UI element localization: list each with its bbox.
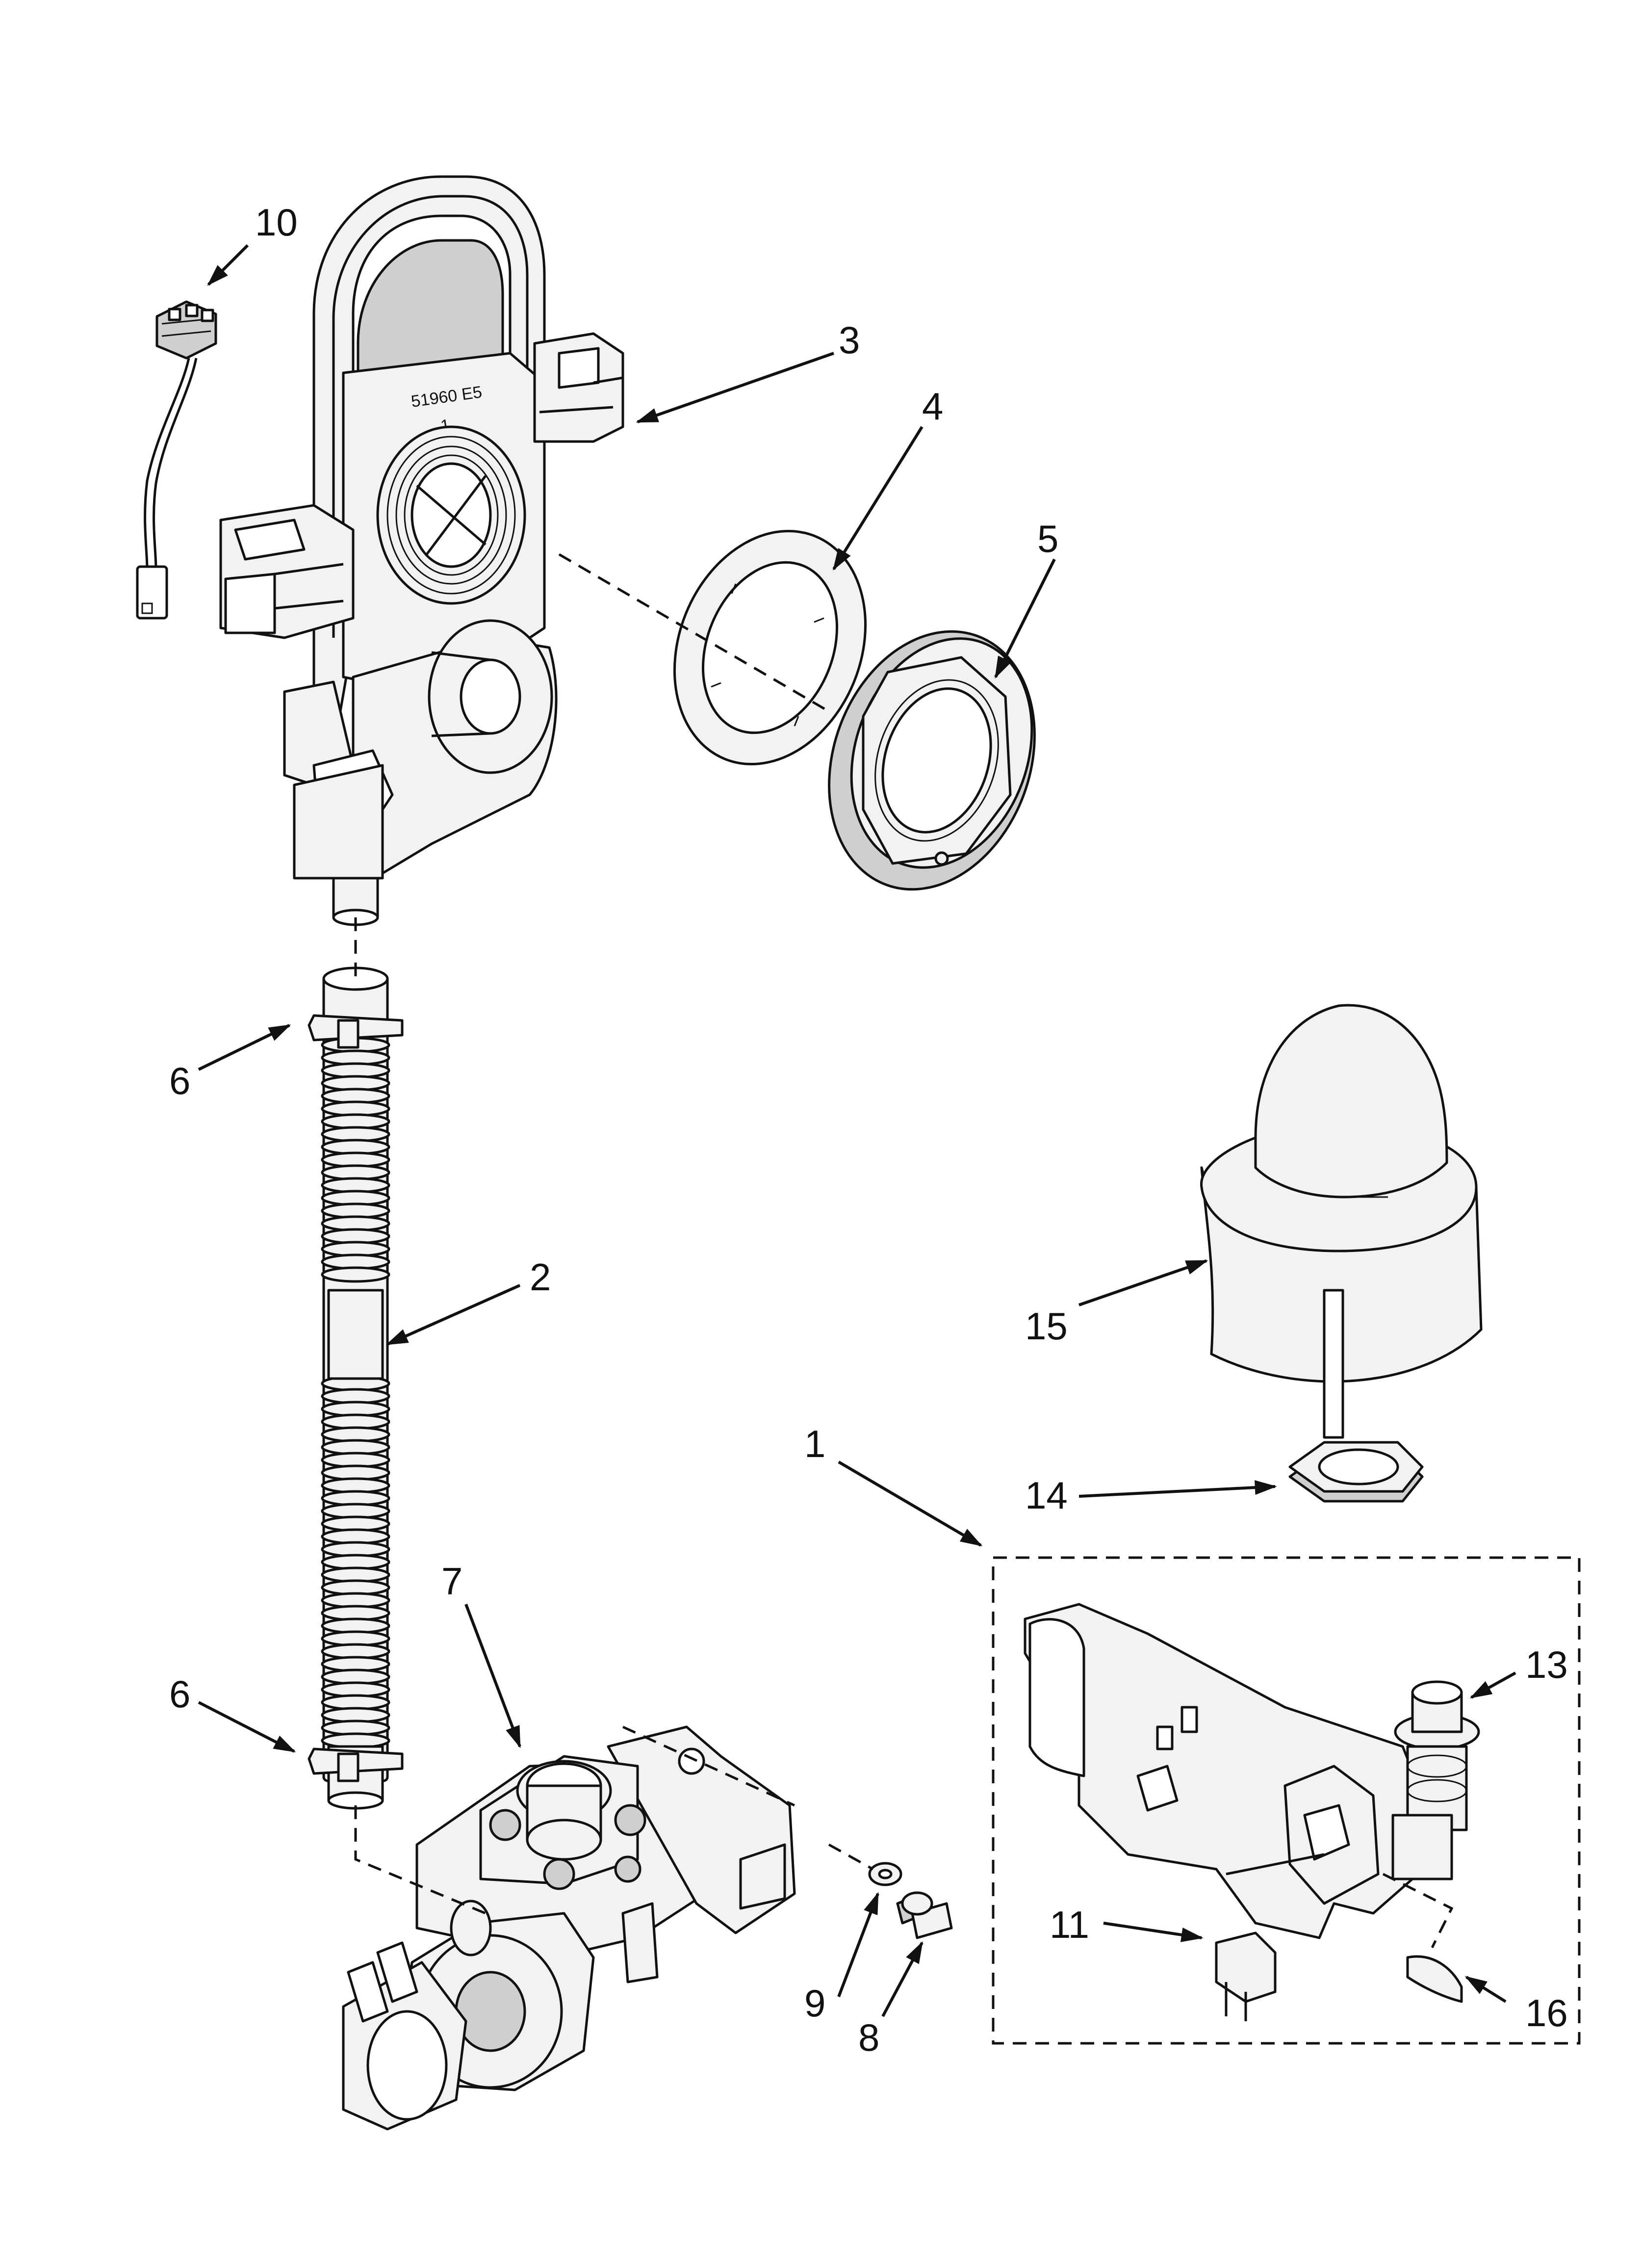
micro-switch (1215, 1931, 1277, 2021)
callout-5: 5 (1037, 517, 1058, 560)
hex-nut (1288, 1441, 1424, 1503)
callout-8: 8 (858, 2016, 879, 2059)
float (1200, 1004, 1483, 1439)
callout-6-upper: 6 (169, 1059, 190, 1102)
centerline-port (558, 553, 830, 713)
wire-harness (136, 300, 217, 620)
centerline-valve (354, 1805, 486, 1915)
assembly-box (992, 1556, 1581, 2045)
water-valve (342, 1725, 796, 2131)
screw (896, 1891, 953, 1939)
callout-3: 3 (839, 318, 860, 362)
callout-15: 15 (1025, 1304, 1068, 1348)
callout-7: 7 (441, 1560, 462, 1603)
callouts: 10 3 4 5 6 2 15 1 14 7 13 6 11 9 8 16 (169, 201, 1568, 2059)
centerline-switch (1382, 1873, 1454, 1949)
vent-housing: 51960 E5 1 (219, 175, 624, 926)
callout-11: 11 (1050, 1903, 1089, 1946)
lever-clip (1406, 1955, 1463, 2003)
callout-6-lower: 6 (169, 1672, 190, 1716)
float-stem-guide (1391, 1680, 1480, 1880)
drain-hose (321, 966, 390, 1810)
callout-13: 13 (1525, 1643, 1568, 1686)
hose-clamp-lower (308, 1747, 404, 1782)
callout-10: 10 (255, 201, 298, 244)
washer (868, 1862, 902, 1886)
callout-16: 16 (1525, 1991, 1568, 2034)
callout-9: 9 (804, 1981, 825, 2025)
callout-1: 1 (804, 1422, 825, 1465)
leaders (198, 244, 1516, 2017)
hose-clamp-upper (308, 1014, 404, 1049)
switch-bracket (1024, 1603, 1424, 1939)
retaining-nut (828, 630, 1036, 891)
callout-2: 2 (530, 1255, 551, 1299)
centerline-bracket (622, 1725, 874, 1871)
callout-14: 14 (1025, 1474, 1068, 1517)
callout-4: 4 (922, 385, 943, 428)
